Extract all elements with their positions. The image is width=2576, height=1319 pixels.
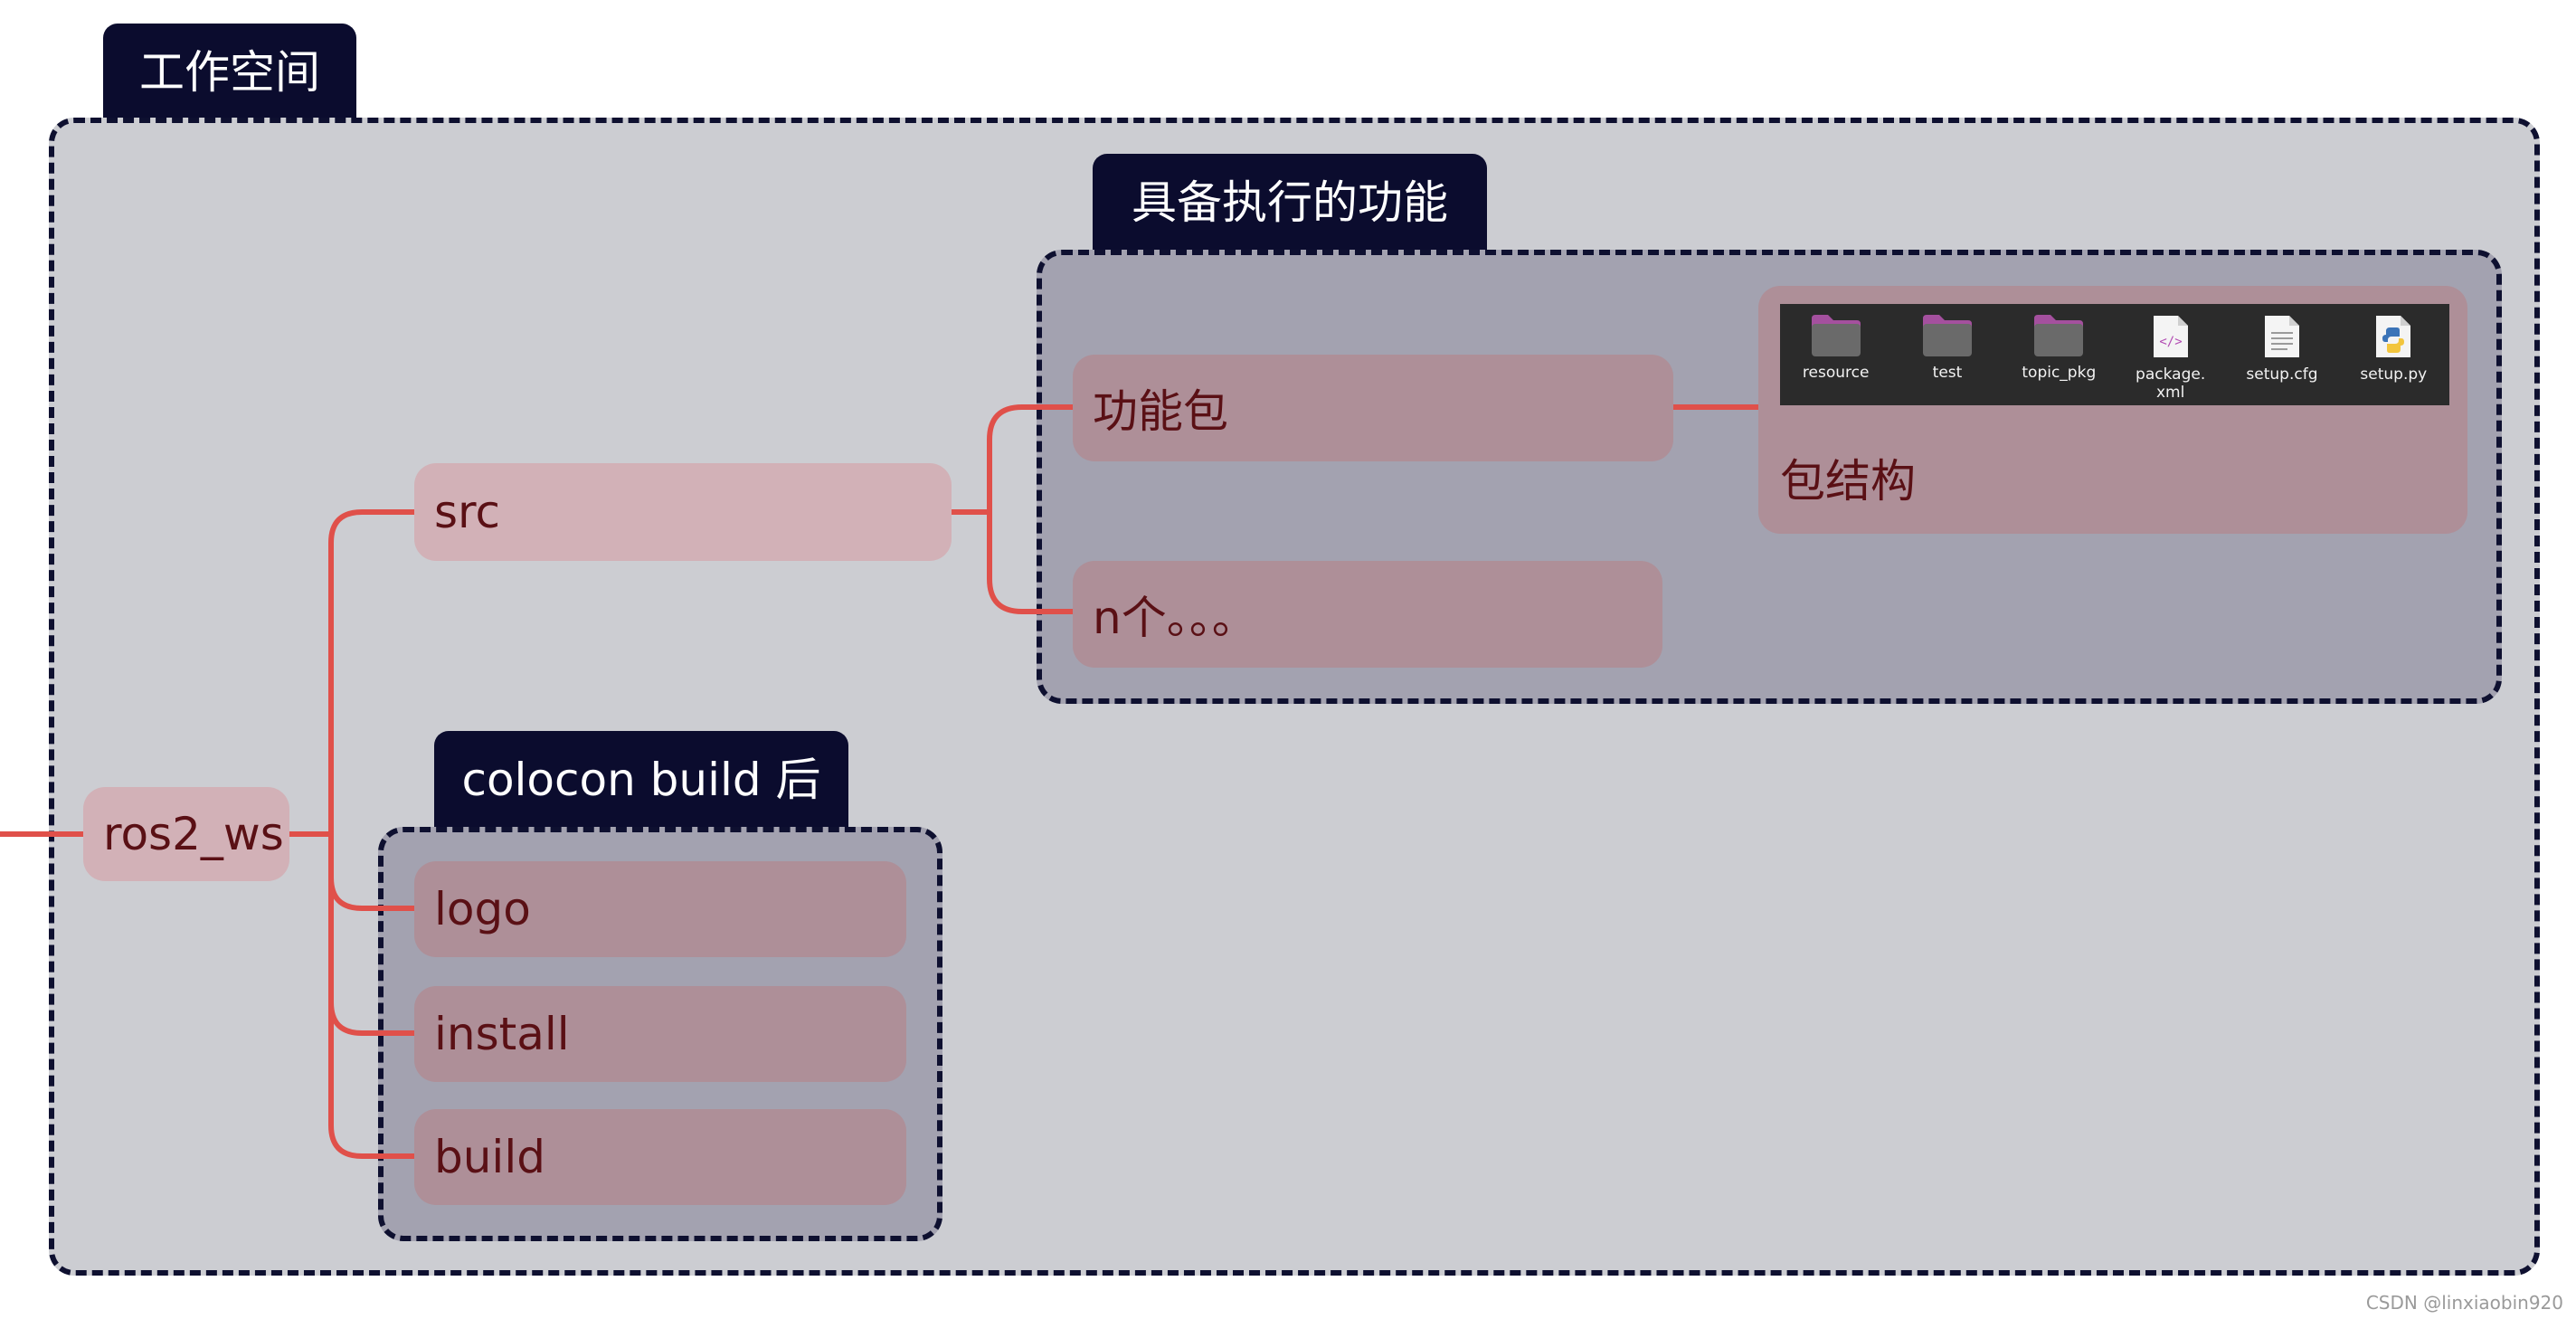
file-name: setup.cfg — [2246, 365, 2318, 384]
root-node-label: ros2_ws — [103, 808, 284, 860]
text-file-icon — [2264, 316, 2299, 357]
logo-node: logo — [414, 861, 906, 957]
file-name: setup.py — [2360, 365, 2428, 384]
branch-to-package-line — [987, 404, 1077, 515]
folder-icon — [1922, 315, 1972, 356]
python-file-icon — [2376, 316, 2411, 357]
trunk-to-build-line — [328, 831, 419, 1159]
build-title: colocon build 后 — [461, 754, 821, 806]
svg-text:</>: </> — [2159, 335, 2182, 349]
file-name: test — [1932, 364, 1963, 382]
file-name: package. xml — [2136, 365, 2206, 402]
build-node-label: build — [434, 1131, 545, 1183]
folder-icon — [2034, 315, 2084, 356]
build-node: build — [414, 1109, 906, 1205]
trunk-to-logo-line — [328, 831, 419, 911]
watermark: CSDN @linxiaobin920 — [2365, 1292, 2563, 1314]
file-item: setup.cfg — [2232, 313, 2332, 384]
src-node: src — [414, 463, 952, 561]
workspace-title-tab: 工作空间 — [103, 24, 356, 121]
src-node-label: src — [434, 486, 500, 538]
workspace-title: 工作空间 — [139, 46, 320, 99]
package-node: 功能包 — [1073, 355, 1673, 461]
xml-file-icon: </> — [2153, 316, 2188, 357]
features-title-tab: 具备执行的功能 — [1093, 154, 1487, 251]
file-item: resource — [1786, 313, 1886, 382]
package-node-label: 功能包 — [1093, 385, 1228, 438]
logo-node-label: logo — [434, 883, 531, 935]
file-item: topic_pkg — [2009, 313, 2108, 382]
features-title: 具备执行的功能 — [1132, 176, 1448, 229]
build-title-tab: colocon build 后 — [434, 731, 848, 829]
folder-icon — [1811, 315, 1861, 356]
branch-to-more-line — [987, 509, 1077, 614]
file-item: test — [1898, 313, 1997, 382]
trunk-to-install-line — [328, 831, 419, 1036]
install-node-label: install — [434, 1008, 570, 1060]
file-item: setup.py — [2344, 313, 2443, 384]
file-item: </> package. xml — [2121, 313, 2221, 402]
package-structure-label: 包结构 — [1780, 455, 1916, 508]
n-more-node: n个。。。 — [1073, 561, 1662, 668]
file-name: resource — [1802, 364, 1870, 382]
package-files-strip: resource test topic_pkg </> package. xml — [1780, 304, 2449, 405]
package-structure-node: resource test topic_pkg </> package. xml — [1758, 286, 2467, 534]
root-node-ros2-ws: ros2_ws — [83, 787, 289, 881]
install-node: install — [414, 986, 906, 1082]
file-name: topic_pkg — [2022, 364, 2097, 382]
trunk-to-src-line — [328, 509, 419, 837]
n-more-node-label: n个。。。 — [1093, 592, 1257, 644]
